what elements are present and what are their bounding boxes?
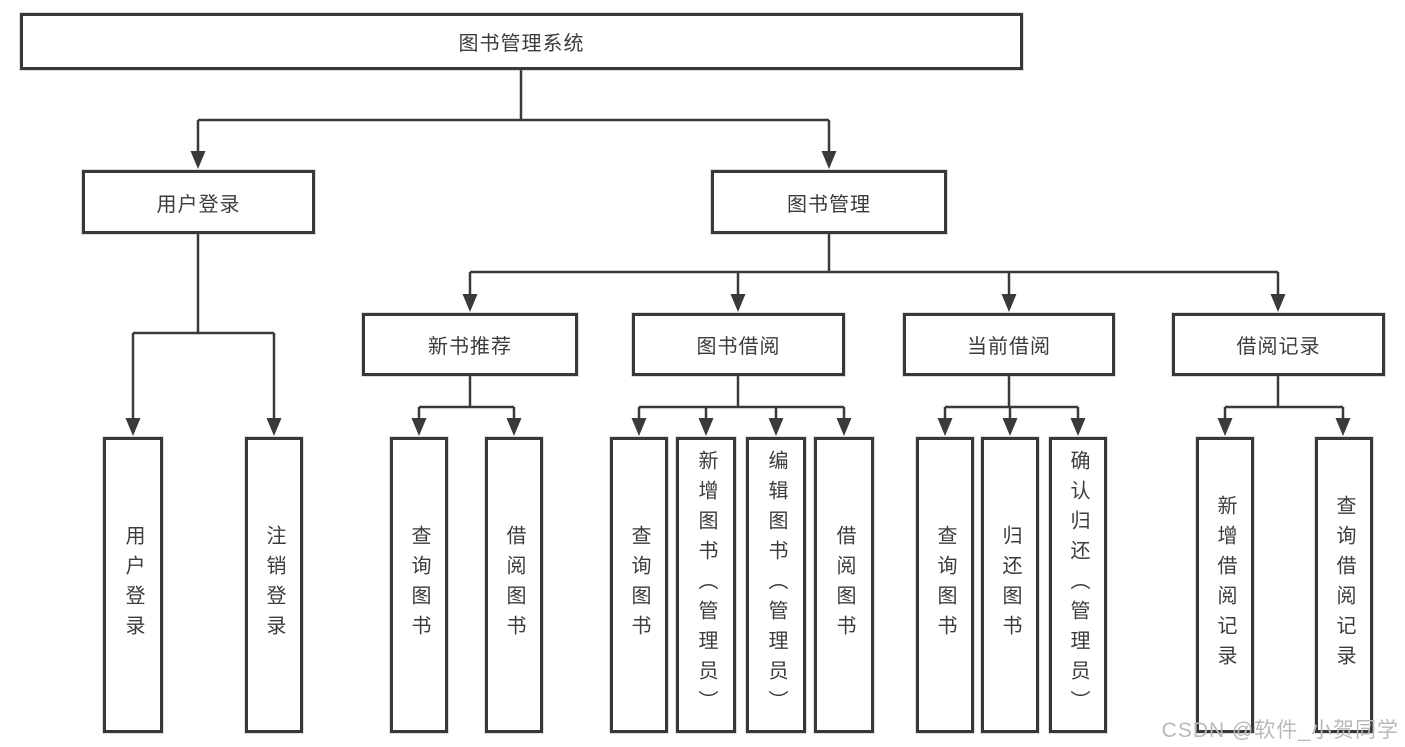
connector-root-branch <box>190 70 837 169</box>
leaf-newbook-query-books: 查询图书 <box>390 437 448 733</box>
connector-new-books-branch <box>411 376 522 436</box>
leaf-current-confirm-return-admin: 确认归还（管理员） <box>1049 437 1107 733</box>
leaf-newbook-borrow-books: 借阅图书 <box>485 437 543 733</box>
node-borrow-records: 借阅记录 <box>1172 313 1385 376</box>
leaf-borrow-add-books-admin: 新增图书（管理员） <box>676 437 736 733</box>
leaf-user-login: 用户登录 <box>103 437 163 733</box>
node-book-borrow: 图书借阅 <box>632 313 845 376</box>
node-user-login: 用户登录 <box>82 170 315 234</box>
leaf-current-return-books: 归还图书 <box>981 437 1039 733</box>
csdn-watermark: CSDN @软件_小贺同学 <box>1161 719 1399 742</box>
connector-book-mgmt-branch <box>462 234 1286 312</box>
leaf-borrow-query-books: 查询图书 <box>610 437 668 733</box>
leaf-records-add-record: 新增借阅记录 <box>1196 437 1254 733</box>
node-book-management: 图书管理 <box>711 170 947 234</box>
connector-book-borrow-branch <box>631 376 852 436</box>
connector-borrow-records-branch <box>1217 376 1351 436</box>
leaf-records-query-record: 查询借阅记录 <box>1315 437 1373 733</box>
connector-user-login-branch <box>125 234 282 436</box>
node-library-system: 图书管理系统 <box>20 13 1023 70</box>
leaf-current-query-books: 查询图书 <box>916 437 974 733</box>
node-current-borrow: 当前借阅 <box>903 313 1115 376</box>
leaf-borrow-edit-books-admin: 编辑图书（管理员） <box>746 437 806 733</box>
leaf-logout: 注销登录 <box>245 437 303 733</box>
connector-current-borrow-branch <box>937 376 1086 436</box>
node-new-book-recommend: 新书推荐 <box>362 313 578 376</box>
leaf-borrow-borrow-books: 借阅图书 <box>814 437 874 733</box>
